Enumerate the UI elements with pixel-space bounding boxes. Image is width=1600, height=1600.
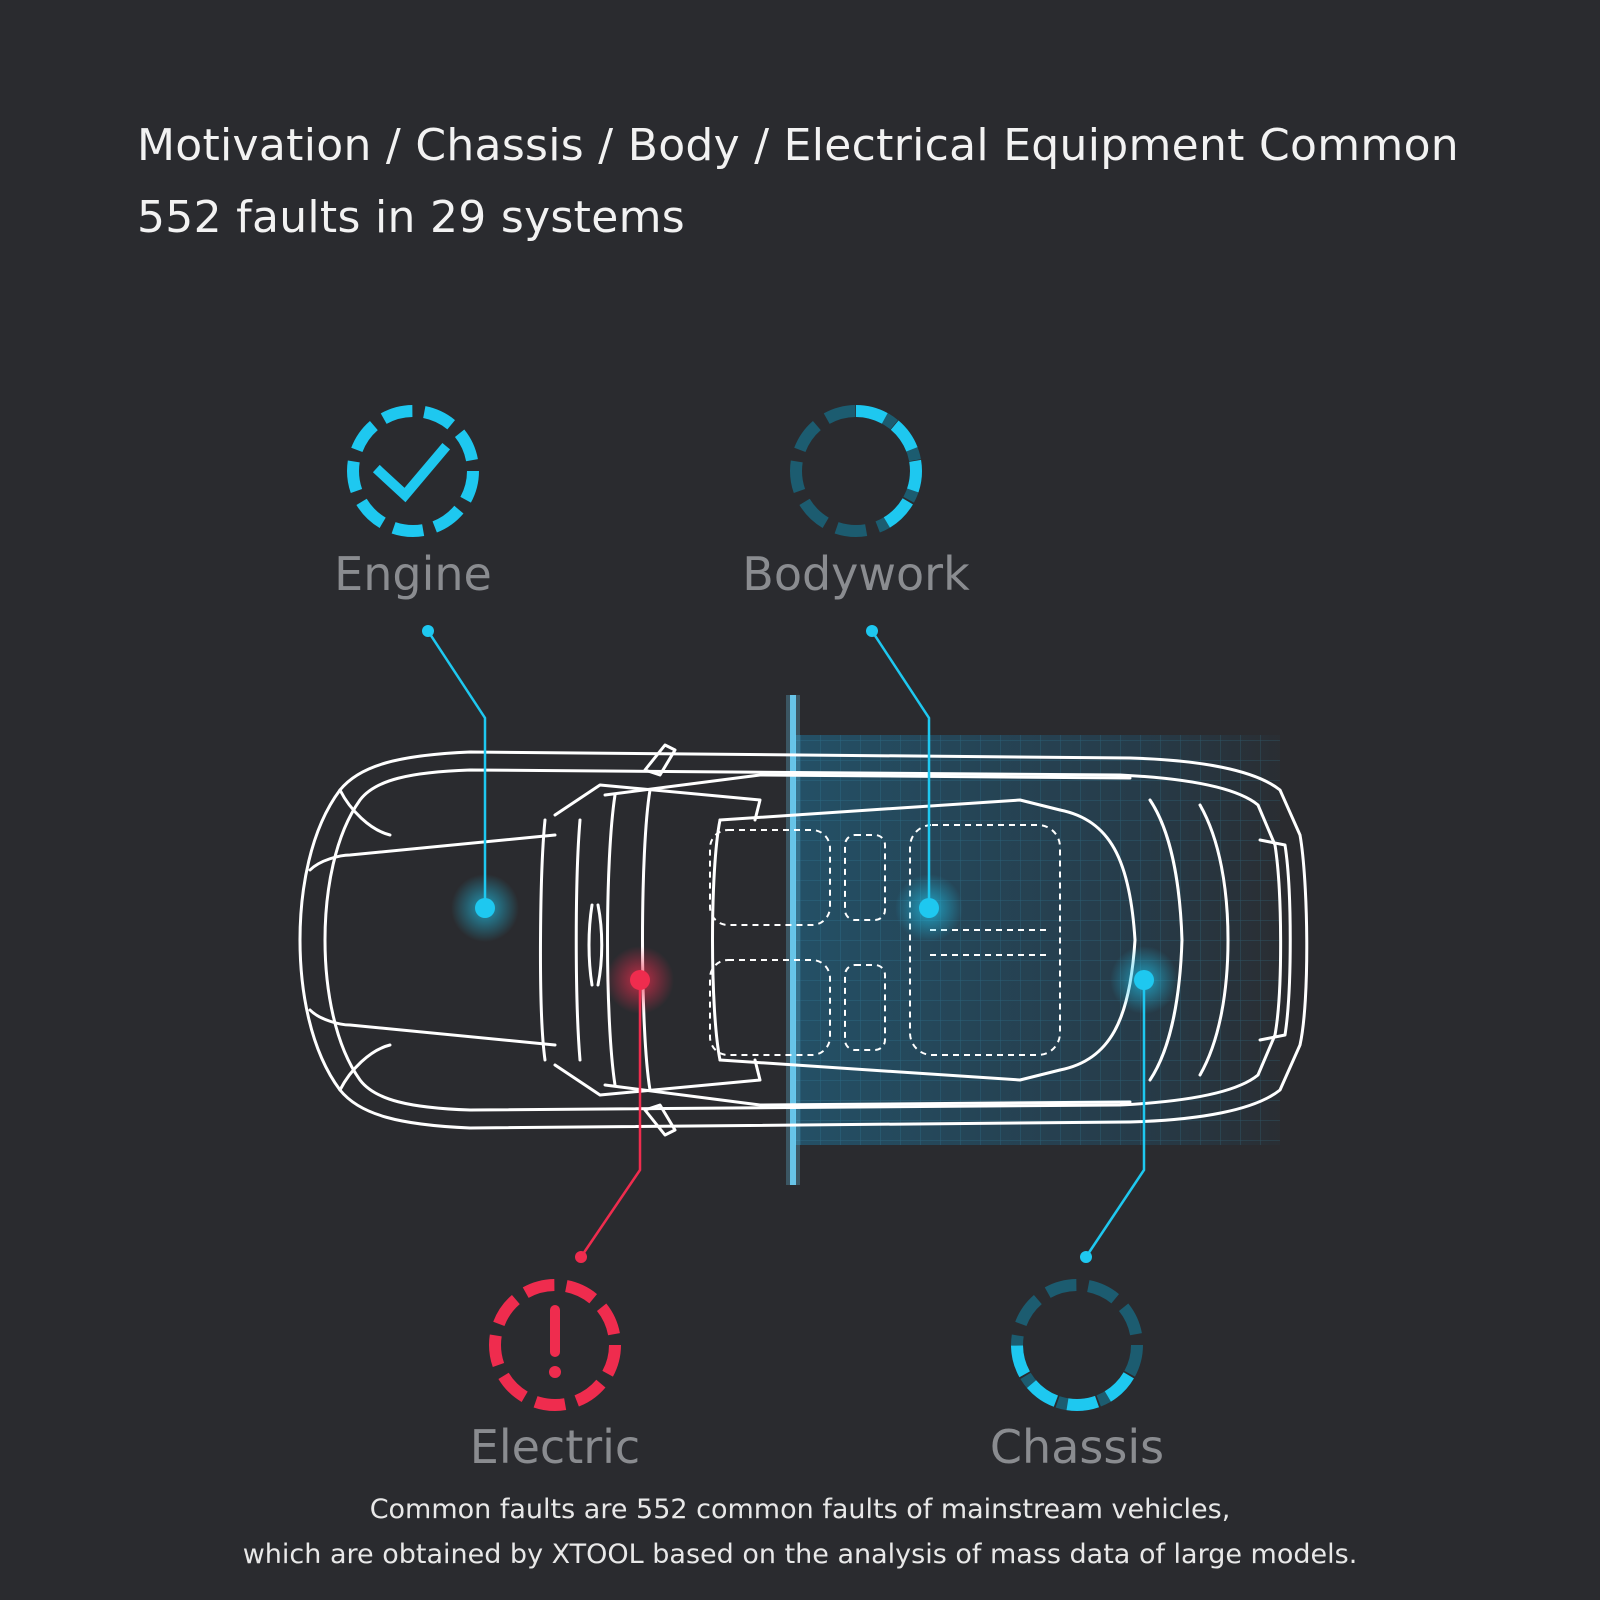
bodywork-status-ring[interactable]	[790, 405, 922, 537]
car-seats	[709, 824, 1061, 1056]
electric-leader-line	[579, 980, 642, 1258]
engine-status-ring[interactable]	[347, 405, 479, 537]
footer-note: Common faults are 552 common faults of m…	[0, 1487, 1600, 1577]
headline-line-2: 552 faults in 29 systems	[137, 192, 685, 243]
electric-status-ring[interactable]	[489, 1279, 621, 1411]
chassis-status-ring[interactable]	[1011, 1279, 1143, 1411]
engine-label: Engine	[334, 547, 492, 601]
headline: Motivation / Chassis / Body / Electrical…	[137, 110, 1459, 254]
check-icon	[372, 442, 451, 503]
headline-line-1: Motivation / Chassis / Body / Electrical…	[137, 120, 1459, 171]
bodywork-leader-line	[870, 630, 931, 908]
footer-line-1: Common faults are 552 common faults of m…	[369, 1494, 1231, 1525]
electric-hotspot[interactable]	[606, 946, 674, 1014]
chassis-label: Chassis	[989, 1420, 1165, 1474]
footer-line-2: which are obtained by XTOOL based on the…	[242, 1539, 1358, 1570]
engine-leader-line	[426, 630, 487, 908]
leader-lines	[426, 630, 1146, 1258]
bodywork-hotspot[interactable]	[895, 874, 963, 942]
exclamation-icon	[549, 1305, 561, 1378]
bodywork-label: Bodywork	[742, 547, 970, 601]
electric-label: Electric	[469, 1420, 641, 1474]
scan-overlay	[786, 695, 1280, 1185]
engine-hotspot[interactable]	[451, 874, 519, 942]
chassis-leader-line	[1084, 980, 1146, 1258]
leader-endpoints	[422, 625, 1092, 1263]
chassis-hotspot[interactable]	[1110, 946, 1178, 1014]
car-outline	[298, 743, 1309, 1137]
